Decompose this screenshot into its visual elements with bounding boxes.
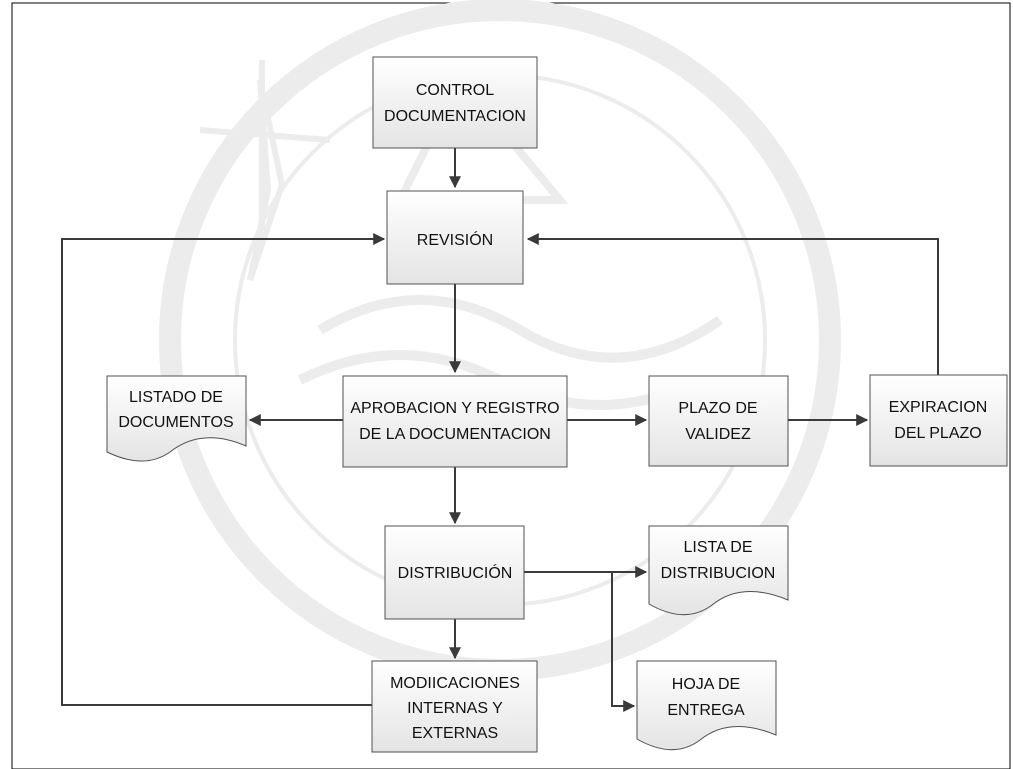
doc-lista-line-2: DISTRIBUCION [661,565,776,582]
doc-listado: LISTADO DE DOCUMENTOS [106,375,247,462]
node-revision-line-1: REVISIÓN [417,230,493,249]
node-plazo-line-2: VALIDEZ [685,426,751,443]
node-modif-line-3: EXTERNAS [412,725,498,742]
doc-lista: LISTA DE DISTRIBUCION [648,525,789,616]
doc-lista-line-1: LISTA DE [683,539,752,556]
node-modif-line-1: MODIICACIONES [390,675,520,692]
arrow-modif-to-revision [61,233,386,706]
node-revision: REVISIÓN [386,190,524,285]
node-expiracion-line-2: DEL PLAZO [894,425,981,442]
node-distribucion: DISTRIBUCIÓN [384,525,525,620]
node-aprobacion-line-2: DE LA DOCUMENTACION [359,426,551,443]
arrow-distribucion-to-hoja [611,572,636,712]
doc-hoja-line-2: ENTREGA [667,702,745,719]
doc-listado-line-2: DOCUMENTOS [118,414,233,431]
node-plazo: PLAZO DE VALIDEZ [648,375,789,467]
node-aprobacion-line-1: APROBACION Y REGISTRO [350,400,559,417]
node-control: CONTROL DOCUMENTACION [372,56,538,149]
arrow-expiracion-to-revision [526,233,939,375]
doc-listado-line-1: LISTADO DE [129,389,223,406]
node-modif-line-2: INTERNAS Y [407,700,503,717]
doc-hoja-line-1: HOJA DE [672,676,740,693]
doc-hoja: HOJA DE ENTREGA [636,660,777,751]
connectors [61,148,939,712]
node-aprobacion: APROBACION Y REGISTRO DE LA DOCUMENTACIO… [342,375,568,468]
node-expiracion-line-1: EXPIRACION [889,399,988,416]
node-distribucion-line-1: DISTRIBUCIÓN [398,563,513,582]
node-control-line-1: CONTROL [416,82,494,99]
node-expiracion: EXPIRACION DEL PLAZO [869,374,1008,467]
node-control-line-2: DOCUMENTACION [384,108,526,125]
node-modif: MODIICACIONES INTERNAS Y EXTERNAS [371,660,538,753]
node-plazo-line-1: PLAZO DE [678,400,757,417]
